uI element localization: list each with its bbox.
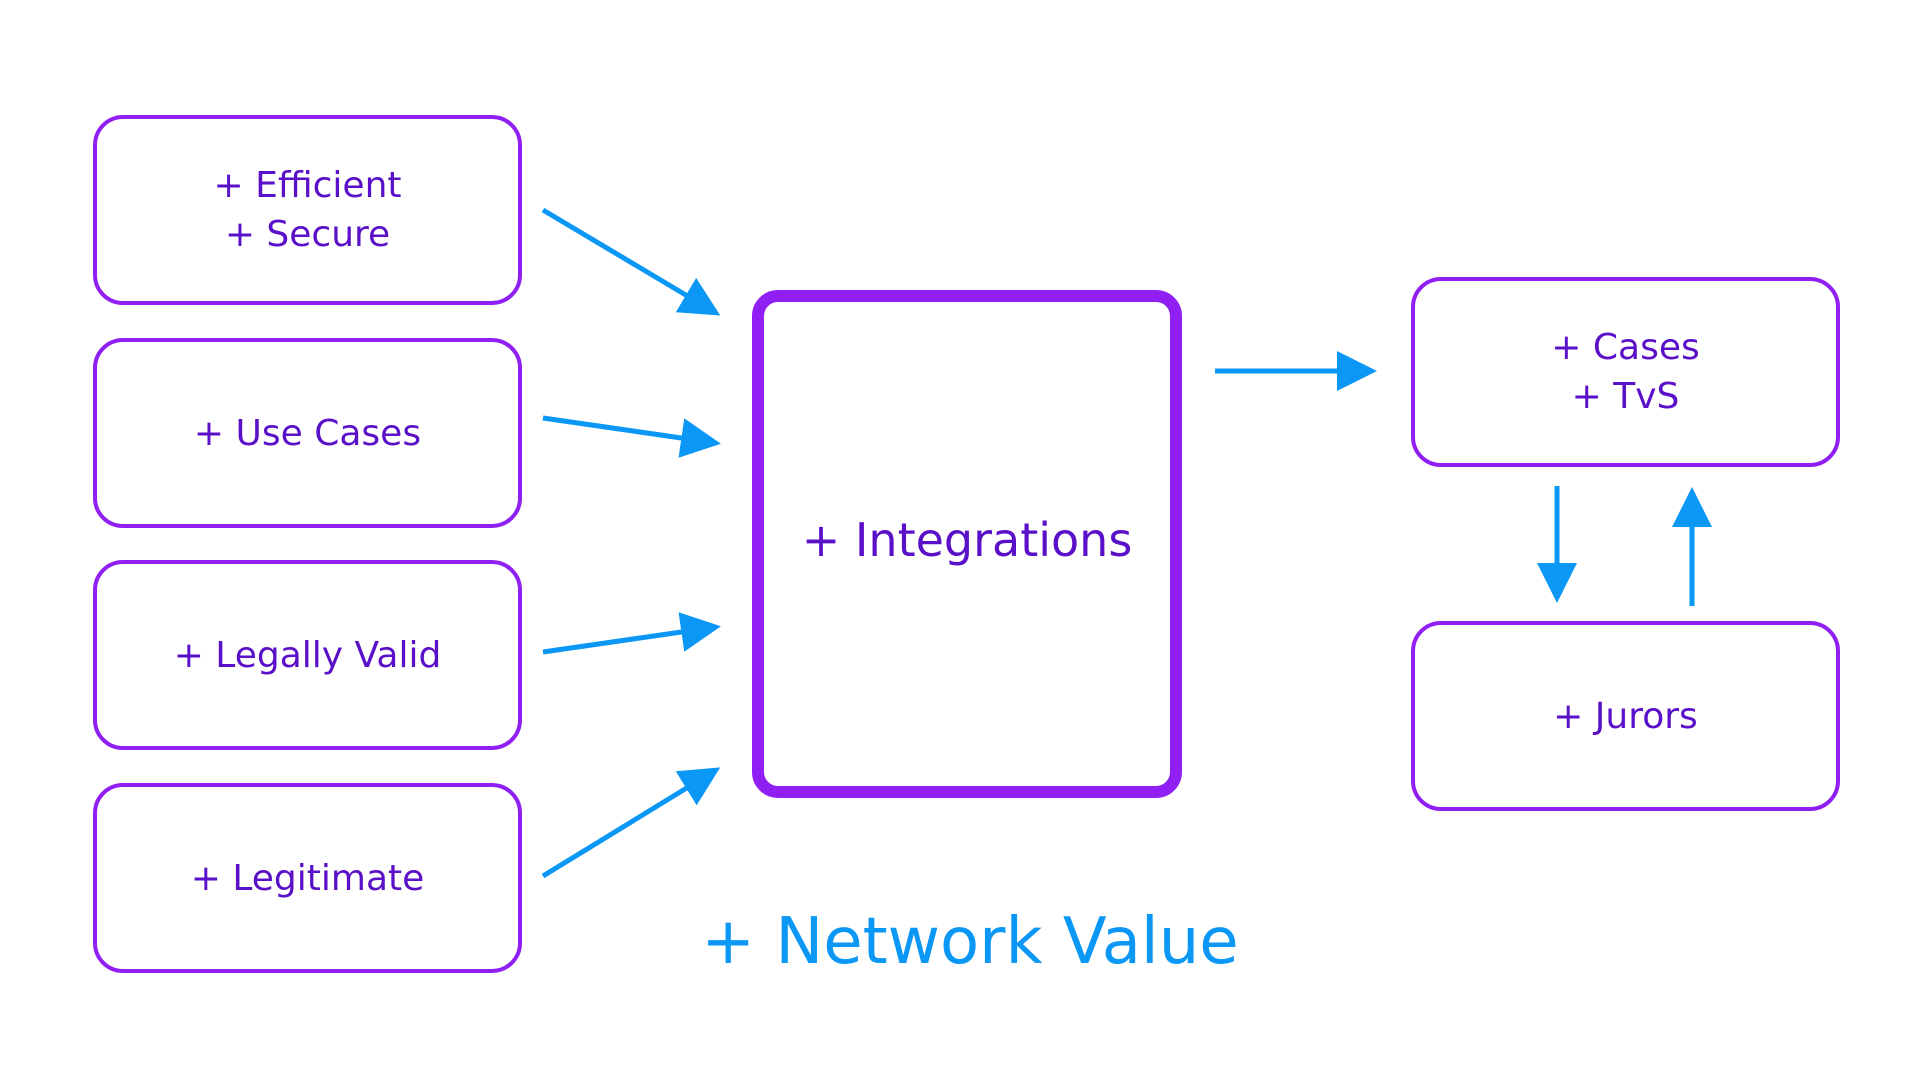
node-legally-valid-label: + Legally Valid [173,634,442,676]
arrow-legally-valid-to-integrations [542,612,721,655]
arrow-use-cases-to-integrations [542,415,721,458]
network-value-caption: + Network Value [701,905,1239,979]
node-integrations: + Integrations [752,290,1182,798]
node-legitimate-label: + Legitimate [190,857,425,899]
node-use-cases-label: + Use Cases [193,412,422,454]
arrow-legitimate-to-integrations [541,767,721,879]
node-efficient-secure: + Efficient + Secure [93,115,522,305]
arrow-efficient-to-integrations [541,207,721,316]
node-jurors-label: + Jurors [1553,695,1698,737]
node-legally-valid: + Legally Valid [93,560,522,750]
node-cases-tvs: + Cases + TvS [1411,277,1840,467]
node-legitimate: + Legitimate [93,783,522,973]
node-efficient-label: + Efficient [213,165,402,206]
node-integrations-label: + Integrations [801,512,1133,567]
node-jurors: + Jurors [1411,621,1840,811]
node-tvs-label: + TvS [1571,376,1680,417]
node-use-cases: + Use Cases [93,338,522,528]
node-cases-label: + Cases [1551,327,1700,368]
node-secure-label: + Secure [224,214,391,255]
